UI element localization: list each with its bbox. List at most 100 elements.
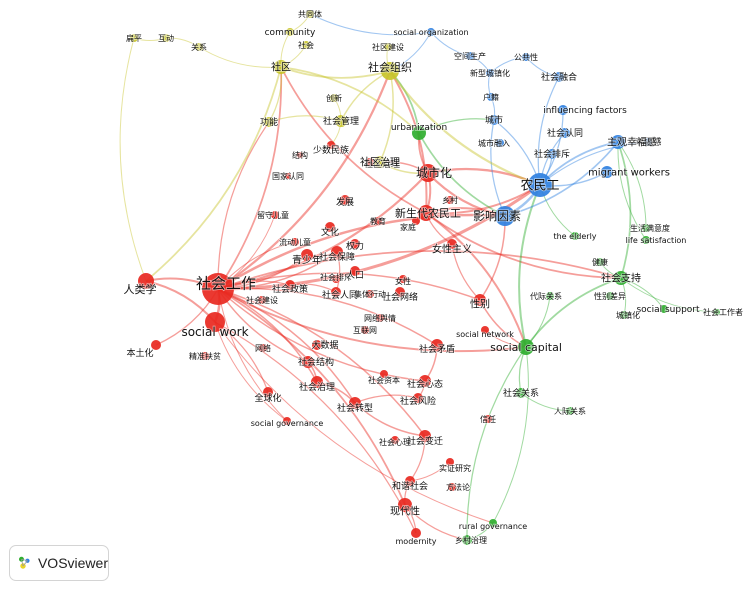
- label-red-26[interactable]: 社会保障: [318, 250, 356, 264]
- node-blue-12[interactable]: [489, 115, 499, 125]
- node-blue-10[interactable]: [466, 52, 474, 60]
- node-green-10[interactable]: [546, 292, 554, 300]
- node-red-10[interactable]: [302, 356, 314, 368]
- node-red-23[interactable]: [301, 249, 313, 261]
- node-green-7[interactable]: [516, 388, 526, 398]
- node-red-43[interactable]: [376, 314, 384, 322]
- node-blue-14[interactable]: [496, 139, 504, 147]
- node-red-44[interactable]: [431, 339, 443, 351]
- label-red-16[interactable]: 实证研究: [438, 462, 472, 474]
- node-red-46[interactable]: [412, 217, 420, 225]
- node-red-20[interactable]: [411, 528, 421, 538]
- node-red-24[interactable]: [285, 280, 295, 290]
- node-red-40[interactable]: [481, 326, 489, 334]
- node-red-34[interactable]: [297, 152, 303, 158]
- node-blue-16[interactable]: [554, 72, 564, 82]
- label-yellow-8[interactable]: 社会组织: [367, 59, 413, 75]
- label-green-1[interactable]: 社会支持: [600, 271, 642, 286]
- label-red-3[interactable]: 本土化: [126, 346, 155, 360]
- label-blue-7[interactable]: 影响因素: [472, 207, 522, 224]
- node-red-47[interactable]: [446, 196, 454, 204]
- node-green-11[interactable]: [606, 292, 614, 300]
- node-red-16[interactable]: [446, 458, 454, 466]
- label-yellow-11[interactable]: 创新: [325, 92, 343, 104]
- label-blue-14[interactable]: 城市融入: [477, 137, 511, 149]
- node-yellow-1[interactable]: [286, 28, 294, 36]
- node-green-2[interactable]: [660, 305, 668, 313]
- node-green-16[interactable]: [571, 232, 579, 240]
- node-red-13[interactable]: [413, 393, 423, 403]
- node-blue-9[interactable]: [522, 53, 530, 61]
- node-red-54[interactable]: [374, 217, 382, 225]
- label-red-13[interactable]: 社会风险: [399, 394, 437, 408]
- node-yellow-8[interactable]: [381, 62, 399, 80]
- label-yellow-5[interactable]: 扁平: [125, 32, 143, 44]
- node-green-14[interactable]: [642, 224, 650, 232]
- label-red-11[interactable]: 社会资本: [367, 374, 401, 386]
- label-red-44[interactable]: 社会矛盾: [418, 342, 456, 356]
- node-yellow-0[interactable]: [306, 10, 314, 18]
- label-yellow-7[interactable]: 社区建设: [371, 41, 405, 53]
- label-red-36[interactable]: 性别: [469, 297, 491, 312]
- label-red-6[interactable]: 全球化: [254, 391, 283, 405]
- node-blue-4[interactable]: [558, 105, 568, 115]
- node-green-0[interactable]: [518, 339, 534, 355]
- node-red-14[interactable]: [419, 430, 431, 442]
- node-red-31[interactable]: [340, 195, 350, 205]
- label-red-35[interactable]: 权力: [345, 239, 365, 253]
- label-green-6[interactable]: urbanization: [390, 122, 448, 134]
- node-red-6[interactable]: [263, 387, 273, 397]
- node-red-36[interactable]: [474, 294, 486, 306]
- label-red-41[interactable]: 集体行动: [353, 288, 387, 300]
- label-green-12[interactable]: 城镇化: [615, 309, 641, 321]
- node-red-9[interactable]: [349, 397, 361, 409]
- label-red-54[interactable]: 教育: [369, 215, 387, 227]
- label-green-7[interactable]: 社会关系: [502, 386, 540, 400]
- node-red-48[interactable]: [484, 415, 492, 423]
- label-red-15[interactable]: 社会心理: [378, 436, 412, 448]
- node-red-32[interactable]: [419, 164, 437, 182]
- node-blue-11[interactable]: [486, 69, 494, 77]
- node-yellow-4[interactable]: [162, 34, 170, 42]
- label-green-8[interactable]: 人际关系: [553, 405, 587, 417]
- node-red-37[interactable]: [447, 239, 457, 249]
- node-green-8[interactable]: [566, 407, 574, 415]
- node-red-11[interactable]: [380, 370, 388, 378]
- node-red-27[interactable]: [332, 275, 340, 283]
- label-red-28[interactable]: 社会人同: [321, 288, 359, 302]
- label-red-38[interactable]: 女性: [394, 275, 412, 287]
- node-red-0[interactable]: [202, 273, 234, 305]
- node-red-30[interactable]: [325, 222, 335, 232]
- node-yellow-7[interactable]: [384, 43, 392, 51]
- node-red-5[interactable]: [259, 344, 267, 352]
- node-red-19[interactable]: [398, 498, 412, 512]
- node-red-22[interactable]: [291, 238, 299, 246]
- label-red-21[interactable]: 留守儿童: [256, 209, 290, 221]
- label-red-34[interactable]: 结构: [291, 149, 309, 161]
- node-red-12[interactable]: [419, 375, 431, 387]
- label-blue-0[interactable]: 农民工: [520, 178, 561, 195]
- label-blue-4[interactable]: influencing factors: [542, 105, 628, 117]
- node-green-1[interactable]: [614, 271, 628, 285]
- label-blue-9[interactable]: 公共性: [513, 51, 539, 63]
- label-red-8[interactable]: 社会治理: [298, 380, 336, 394]
- label-green-5[interactable]: 乡村治理: [454, 534, 488, 546]
- label-red-4[interactable]: 精准扶贫: [188, 350, 222, 362]
- vosviewer-logo[interactable]: VOSviewer: [9, 545, 109, 581]
- label-green-16[interactable]: the elderly: [553, 231, 598, 242]
- label-blue-10[interactable]: 空间生产: [453, 50, 487, 62]
- node-red-8[interactable]: [311, 376, 323, 388]
- node-yellow-6[interactable]: [302, 41, 310, 49]
- label-red-48[interactable]: 信任: [479, 413, 497, 425]
- label-red-0[interactable]: 社会工作: [195, 273, 257, 293]
- node-red-1[interactable]: [205, 312, 225, 332]
- node-red-39[interactable]: [395, 287, 405, 297]
- node-red-2[interactable]: [138, 273, 154, 289]
- label-red-40[interactable]: social network: [455, 329, 515, 340]
- node-yellow-5[interactable]: [130, 34, 138, 42]
- label-yellow-3[interactable]: 关系: [190, 41, 208, 53]
- node-yellow-2[interactable]: [274, 60, 288, 74]
- label-green-0[interactable]: social capital: [489, 340, 562, 355]
- node-red-38[interactable]: [399, 275, 407, 283]
